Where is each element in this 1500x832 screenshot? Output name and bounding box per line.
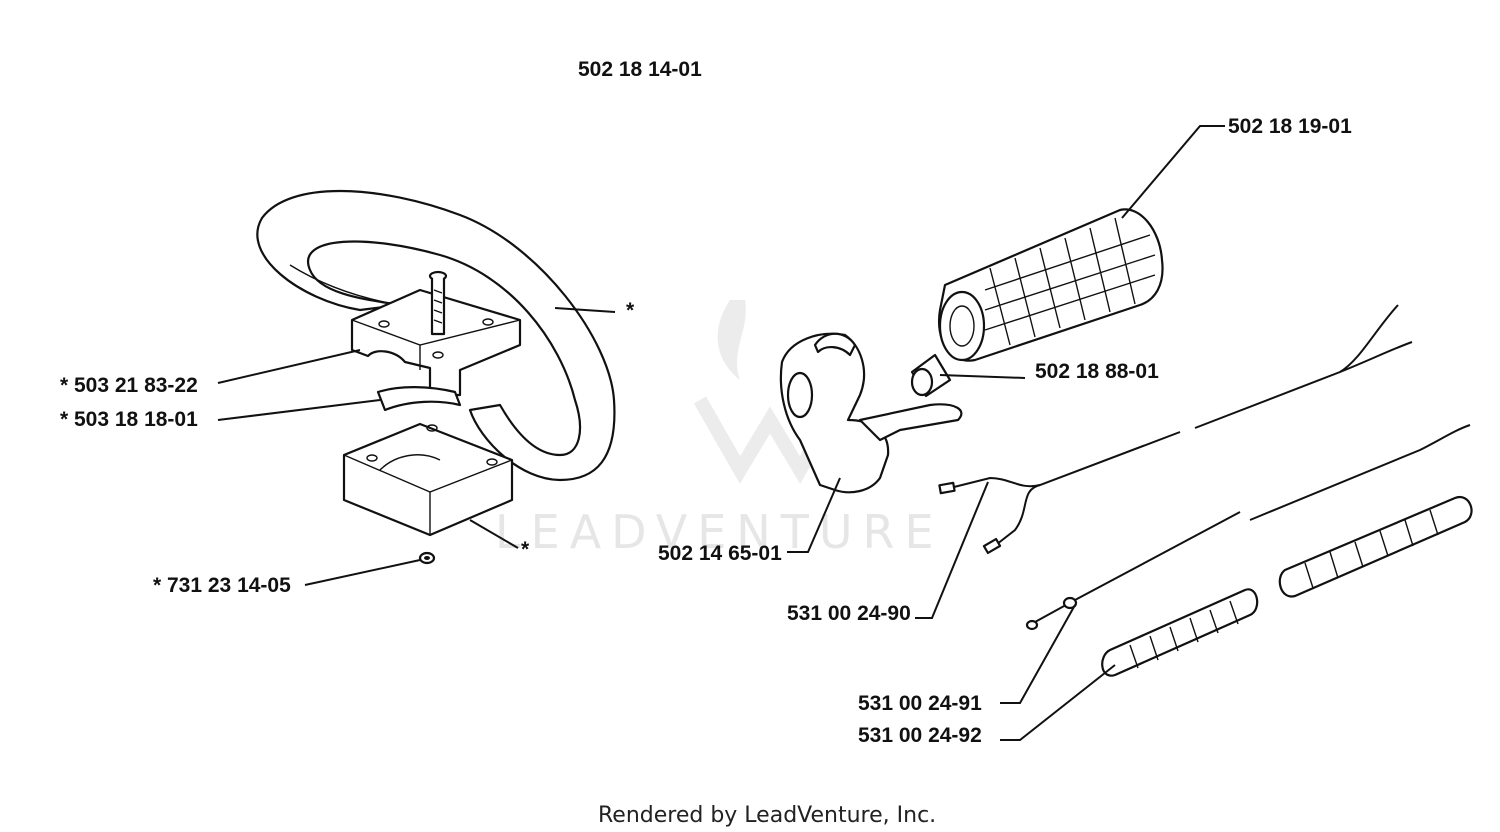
label-nut: * 731 23 14-05 xyxy=(153,574,291,597)
lower-clamp xyxy=(342,422,514,537)
label-clamp-upper: * 503 21 83-22 xyxy=(60,374,198,397)
label-throttle-housing: 502 14 65-01 xyxy=(658,542,782,565)
watermark-text: LEADVENTURE xyxy=(495,505,944,559)
label-grip: 502 18 19-01 xyxy=(1228,115,1352,138)
label-sleeve: 502 18 88-01 xyxy=(1035,360,1159,383)
grip xyxy=(937,208,1164,362)
cable-spring xyxy=(1101,495,1473,677)
clamp-screw xyxy=(428,270,448,336)
footer-credit: Rendered by LeadVenture, Inc. xyxy=(598,803,936,828)
label-clamp-lower: * xyxy=(521,538,530,561)
throttle-cable xyxy=(1025,424,1471,631)
label-wire-harness: 531 00 24-90 xyxy=(787,602,911,625)
nut xyxy=(418,551,436,565)
wire-harness xyxy=(938,304,1413,555)
clamp-insert xyxy=(376,386,462,412)
label-cable-spring: 531 00 24-92 xyxy=(858,724,982,747)
assembly-part-number: 502 18 14-01 xyxy=(578,58,702,81)
upper-clamp xyxy=(350,288,522,397)
leader-lines xyxy=(217,125,1225,741)
throttle-housing xyxy=(779,332,963,494)
label-handle: * xyxy=(626,299,635,322)
sleeve xyxy=(910,353,952,398)
label-clamp-insert: * 503 18 18-01 xyxy=(60,408,198,431)
label-throttle-cable: 531 00 24-91 xyxy=(858,692,982,715)
